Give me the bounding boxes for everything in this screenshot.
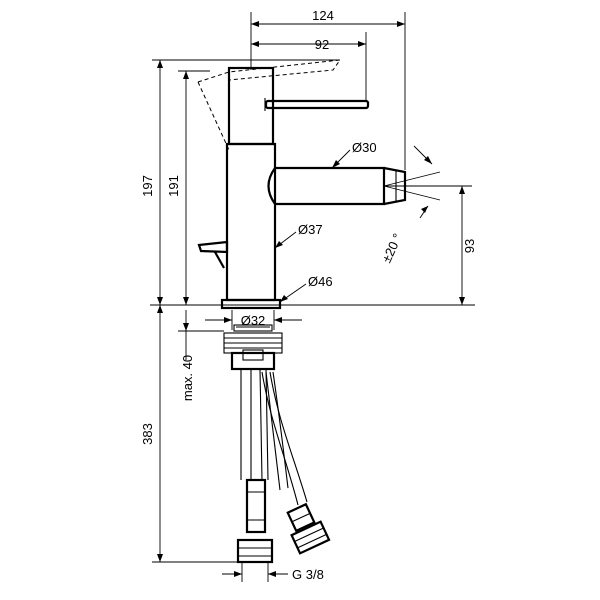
dim-124-label: 124 (312, 8, 334, 23)
supply-hose-left (236, 368, 274, 564)
dim-dia-46-leader (279, 283, 307, 303)
dim-height-191 (178, 70, 210, 305)
base-ring (220, 298, 282, 310)
dim-angle-20 (383, 145, 441, 219)
faucet-body (220, 66, 282, 310)
dim-92-label: 92 (315, 37, 329, 52)
dim-191-label: 191 (166, 175, 181, 197)
supply-hose-right (261, 371, 331, 555)
popup-rod (197, 240, 229, 269)
dim-width-92 (251, 32, 367, 102)
mounting-thread (223, 324, 283, 371)
lever-handle (264, 98, 370, 111)
dim-dia-30-leader (331, 149, 351, 169)
dim-197-label: 197 (140, 175, 155, 197)
dim-dia-46-label: Ø46 (308, 274, 333, 289)
dim-max-40 (178, 310, 224, 360)
dim-thread (222, 562, 288, 582)
dim-max-40-label: max. 40 (180, 355, 195, 401)
dim-dia-37-label: Ø37 (298, 222, 323, 237)
dim-dia-32-label: Ø32 (241, 313, 266, 328)
body-column (225, 142, 277, 302)
dim-height-93 (410, 185, 472, 305)
dim-thread-label: G 3/8 (292, 567, 324, 582)
dim-383-label: 383 (140, 423, 155, 445)
dim-dia-32 (205, 310, 302, 330)
dim-width-124 (250, 12, 406, 170)
dim-length-383 (152, 305, 238, 563)
lever-tilt-outline (197, 59, 342, 151)
dim-angle-20-label: ±20 ° (379, 231, 405, 265)
dim-93-label: 93 (462, 239, 477, 253)
dim-dia-37-leader (274, 231, 297, 249)
dim-height-197 (152, 59, 340, 305)
dim-dia-30-label: Ø30 (352, 140, 377, 155)
